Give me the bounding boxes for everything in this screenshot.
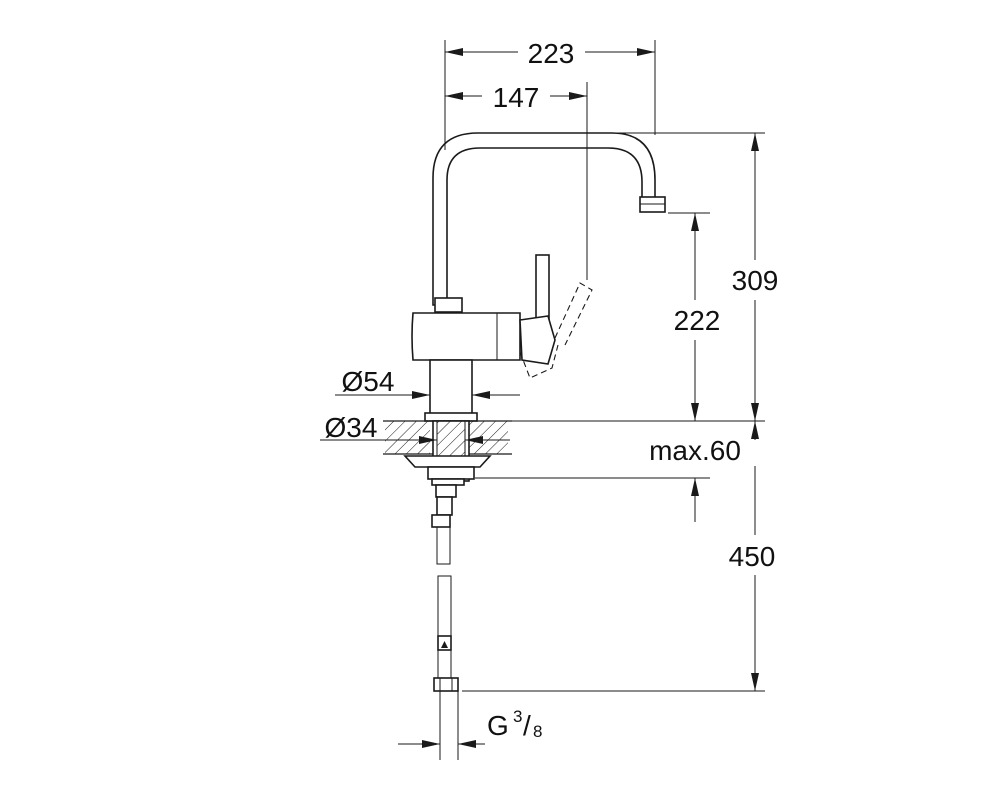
mounting-plate	[403, 455, 492, 468]
dim-diameter-body: Ø54	[342, 366, 395, 397]
spout	[432, 132, 656, 306]
body-column	[429, 359, 473, 418]
hose	[431, 484, 459, 692]
lever-alt-position	[554, 282, 593, 346]
base-ring	[424, 412, 478, 422]
lever-base	[519, 315, 556, 365]
svg-text:G: G	[487, 710, 509, 741]
dim-height-total: 309	[732, 265, 779, 296]
hose-nut	[433, 677, 459, 692]
dim-thread-size: G 3 / 8	[487, 707, 542, 741]
countertop	[383, 420, 512, 486]
mounting-nut	[427, 466, 475, 480]
dim-height-outlet: 222	[674, 305, 721, 336]
dim-counter-thickness: max.60	[649, 435, 741, 466]
svg-text:8: 8	[533, 722, 542, 741]
faucet-body	[411, 312, 521, 361]
dim-width-spout: 147	[493, 82, 540, 113]
dimension-lines	[320, 40, 765, 760]
spout-collar	[434, 297, 463, 313]
dim-diameter-hole: Ø34	[325, 412, 378, 443]
faucet	[411, 132, 666, 422]
dim-width-total: 223	[528, 38, 575, 69]
svg-text:3: 3	[513, 707, 522, 726]
dim-hose-length: 450	[729, 541, 776, 572]
lever-handle	[535, 254, 550, 324]
svg-text:/: /	[523, 710, 531, 741]
